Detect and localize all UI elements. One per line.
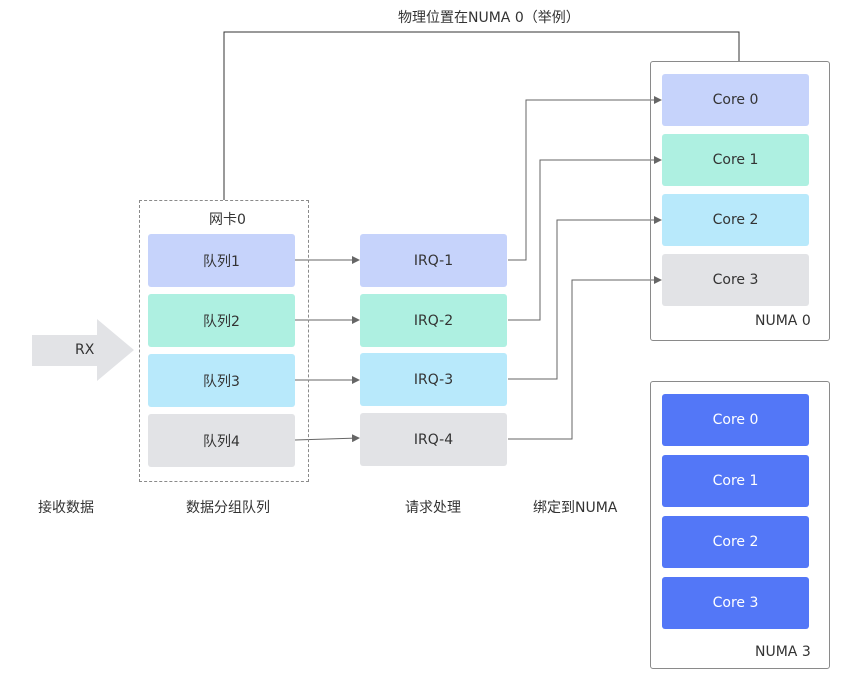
irq-box: IRQ-2	[360, 294, 507, 347]
core-label: Core 2	[712, 534, 759, 550]
nic-label: 网卡0	[209, 212, 246, 228]
irq2-core1-arrow	[508, 156, 662, 321]
numa0-panel	[650, 61, 830, 341]
core-label: Core 3	[712, 272, 759, 288]
core-label: Core 2	[712, 212, 759, 228]
numa0-label: NUMA 0	[755, 313, 811, 329]
core-label: Core 0	[712, 92, 759, 108]
irq-label: IRQ-3	[413, 371, 454, 388]
stage-process-label: 请求处理	[405, 500, 461, 516]
numa0-core-box: Core 1	[662, 134, 809, 186]
queue-box: 队列3	[148, 354, 295, 407]
core-label: Core 0	[712, 412, 759, 428]
stage-group-label: 数据分组队列	[186, 500, 270, 516]
numa0-core-box: Core 0	[662, 74, 809, 126]
irq-box: IRQ-1	[360, 234, 507, 287]
numa3-core-box: Core 3	[662, 577, 809, 629]
stage-bind-label: 绑定到NUMA	[533, 500, 618, 516]
irq-label: IRQ-1	[413, 252, 454, 269]
queue-label: 队列1	[203, 253, 240, 270]
nic-numa0-link	[223, 31, 740, 200]
stage-receive-label: 接收数据	[38, 500, 94, 516]
queue-box: 队列1	[148, 234, 295, 287]
numa3-label: NUMA 3	[755, 644, 811, 660]
irq-box: IRQ-3	[360, 353, 507, 406]
rx-label: RX	[75, 342, 95, 358]
queue-label: 队列4	[203, 433, 240, 450]
irq3-core2-arrow	[508, 216, 662, 380]
core-label: Core 1	[712, 152, 759, 168]
queue-label: 队列2	[203, 313, 240, 330]
numa3-panel	[650, 381, 830, 669]
numa3-core-box: Core 2	[662, 516, 809, 568]
queue4-irq4-arrow	[294, 434, 360, 443]
core-label: Core 1	[712, 473, 759, 489]
nic-container	[139, 200, 309, 482]
queue-box: 队列2	[148, 294, 295, 347]
numa0-location-label: 物理位置在NUMA 0（举例）	[398, 10, 580, 26]
queue-box: 队列4	[148, 414, 295, 467]
rx-arrow	[32, 319, 134, 381]
numa3-core-box: Core 1	[662, 455, 809, 507]
queue-label: 队列3	[203, 373, 240, 390]
irq-label: IRQ-2	[413, 312, 454, 329]
irq4-core3-arrow	[508, 276, 662, 440]
numa0-core-box: Core 2	[662, 194, 809, 246]
numa0-core-box: Core 3	[662, 254, 809, 306]
core-label: Core 3	[712, 595, 759, 611]
numa3-core-box: Core 0	[662, 394, 809, 446]
irq-label: IRQ-4	[413, 431, 454, 448]
irq1-core0-arrow	[508, 96, 662, 261]
irq-box: IRQ-4	[360, 413, 507, 466]
